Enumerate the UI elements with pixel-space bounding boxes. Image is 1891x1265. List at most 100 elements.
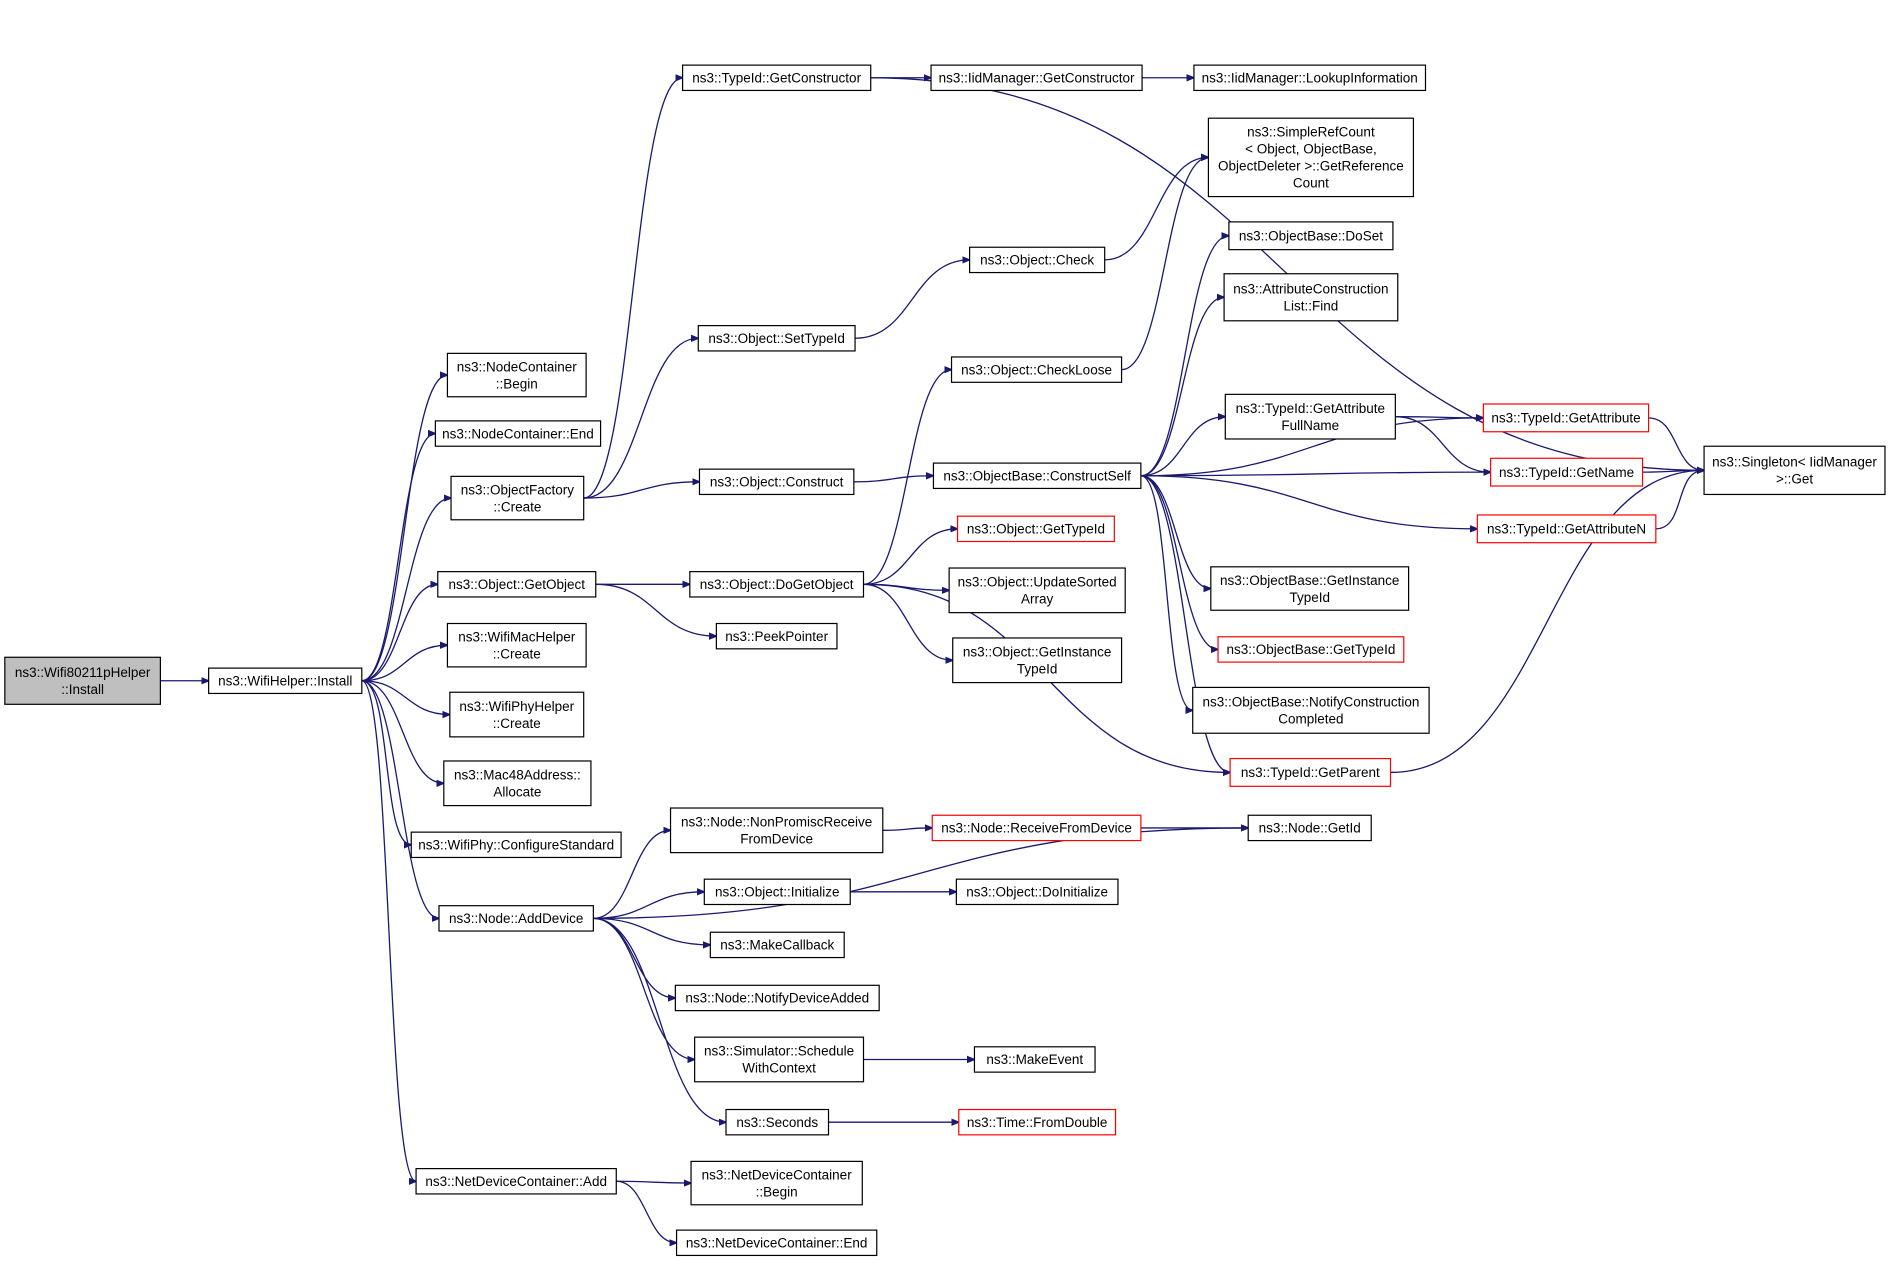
edge-n1-to-n2 [361,375,448,682]
edge-n1-to-n8 [361,680,444,784]
node-ns3-simplerefcount-object-objectbase-objectdeleter-getreference-count[interactable]: ns3::SimpleRefCount< Object, ObjectBase,… [1207,117,1415,198]
node-ns3-iidmanager-getconstructor[interactable]: ns3::IidManager::GetConstructor [930,64,1143,92]
edge-n4-to-n12 [583,78,683,499]
node-label: ns3::NetDeviceContainer::End [686,1236,868,1251]
node-box [948,567,1126,614]
node-ns3-netdevicecontainer-begin[interactable]: ns3::NetDeviceContainer::Begin [690,1160,863,1206]
edge-n15-to-n29 [863,529,957,585]
node-box [208,667,363,695]
node-ns3-peekpointer[interactable]: ns3::PeekPointer [715,622,838,650]
edge-n17-to-n32 [882,828,932,830]
node-label: ns3::Object::CheckLoose [961,362,1112,377]
node-ns3-object-getobject[interactable]: ns3::Object::GetObject [437,571,597,598]
node-ns3-node-notifydeviceadded[interactable]: ns3::Node::NotifyDeviceAdded [674,984,880,1012]
node-label: ns3::NodeContainer::End [442,426,594,441]
node-ns3-wifiphyhelper-create[interactable]: ns3::WifiPhyHelper::Create [449,691,585,738]
node-box [674,984,880,1012]
node-ns3-object-checkloose[interactable]: ns3::Object::CheckLoose [950,356,1123,383]
node-ns3-typeid-getname[interactable]: ns3::TypeId::GetName [1490,457,1644,487]
node-ns3-makeevent[interactable]: ns3::MakeEvent [973,1046,1096,1073]
node-box [950,356,1123,383]
edge-n11-to-n23 [616,1181,691,1183]
node-label: FromDevice [740,832,813,847]
node-label: ns3::WifiMacHelper [458,629,576,644]
node-ns3-objectbase-doset[interactable]: ns3::ObjectBase::DoSet [1228,221,1394,251]
edge-n10-to-n21 [593,917,694,1059]
node-label: ns3::ObjectFactory [461,482,575,497]
node-ns3-object-dogetobject[interactable]: ns3::Object::DoGetObject [689,571,865,598]
edge-n1-to-n10 [361,680,439,919]
node-ns3-seconds[interactable]: ns3::Seconds [725,1108,830,1136]
node-ns3-object-settypeid[interactable]: ns3::Object::SetTypeId [697,325,856,352]
node-ns3-nodecontainer-end[interactable]: ns3::NodeContainer::End [434,420,602,447]
edge-n10-to-n22 [593,917,726,1122]
node-ns3-wifimachelper-create[interactable]: ns3::WifiMacHelper::Create [446,622,587,668]
node-box [973,1046,1096,1073]
edge-n1-to-n5 [361,584,438,682]
node-ns3-object-initialize[interactable]: ns3::Object::Initialize [703,878,851,906]
edge-n28-to-n41 [1140,475,1211,589]
node-ns3-node-receivefromdevice[interactable]: ns3::Node::ReceiveFromDevice [931,814,1142,842]
node-ns3-objectfactory-create[interactable]: ns3::ObjectFactory::Create [450,475,585,521]
node-ns3-netdevicecontainer-add[interactable]: ns3::NetDeviceContainer::Add [415,1168,617,1195]
node-ns3-object-gettypeid[interactable]: ns3::Object::GetTypeId [956,515,1115,543]
node-ns3-nodecontainer-begin[interactable]: ns3::NodeContainer::Begin [446,352,587,398]
node-box [450,475,585,521]
node-label: ns3::Singleton< IidManager [1712,455,1877,470]
edge-n46-to-n49 [1648,417,1704,470]
node-label: ObjectDeleter >::GetReference [1218,159,1404,174]
edge-n5-to-n16 [595,583,717,636]
node-box [955,878,1119,906]
node-ns3-typeid-getparent[interactable]: ns3::TypeId::GetParent [1229,757,1392,787]
node-label: ns3::TypeId::GetAttribute [1491,411,1640,426]
node-label: ns3::Node::AddDevice [449,911,583,926]
node-ns3-wifi80211phelper-install[interactable]: ns3::Wifi80211pHelper::Install [4,656,161,705]
node-ns3-singleton-iidmanager-get[interactable]: ns3::Singleton< IidManager>::Get [1703,445,1886,496]
node-box [932,462,1142,490]
node-ns3-typeid-getattribute[interactable]: ns3::TypeId::GetAttribute [1482,403,1650,433]
node-box [434,420,602,447]
node-ns3-objectbase-constructself[interactable]: ns3::ObjectBase::ConstructSelf [932,462,1142,490]
node-ns3-iidmanager-lookupinformation[interactable]: ns3::IidManager::LookupInformation [1193,64,1427,92]
node-label: ns3::Node::NotifyDeviceAdded [685,991,869,1006]
node-box [958,1108,1117,1136]
edge-n1-to-n4 [361,498,451,682]
node-label: ns3::Object::SetTypeId [708,331,845,346]
node-ns3-wifiphy-configurestandard[interactable]: ns3::WifiPhy::ConfigureStandard [410,831,622,859]
node-ns3-objectbase-notifyconstruction-completed[interactable]: ns3::ObjectBase::NotifyConstructionCompl… [1192,686,1430,734]
node-ns3-node-getid[interactable]: ns3::Node::GetId [1247,814,1372,842]
node-ns3-time-fromdouble[interactable]: ns3::Time::FromDouble [958,1108,1117,1136]
node-ns3-makecallback[interactable]: ns3::MakeCallback [709,931,845,959]
node-ns3-netdevicecontainer-end[interactable]: ns3::NetDeviceContainer::End [675,1229,878,1257]
node-ns3-object-construct[interactable]: ns3::Object::Construct [698,468,855,496]
node-ns3-object-doinitialize[interactable]: ns3::Object::DoInitialize [955,878,1119,906]
edge-n15-to-n31 [863,583,952,660]
node-ns3-typeid-getconstructor[interactable]: ns3::TypeId::GetConstructor [681,64,872,92]
node-ns3-typeid-getattributen[interactable]: ns3::TypeId::GetAttributeN [1476,514,1657,544]
node-label: ns3::ObjectBase::ConstructSelf [943,469,1131,484]
node-box [930,64,1143,92]
edge-n1-to-n7 [361,680,450,715]
edge-n15-to-n27 [863,370,951,585]
node-label: WithContext [742,1061,816,1076]
edge-n27-to-n37 [1121,157,1209,371]
node-ns3-mac48address-allocate[interactable]: ns3::Mac48Address::Allocate [443,760,592,807]
node-label: ns3::WifiPhy::ConfigureStandard [418,838,614,853]
node-label: ns3::Object::Construct [710,475,844,490]
node-ns3-object-check[interactable]: ns3::Object::Check [969,246,1106,274]
node-label: ::Begin [496,376,538,391]
node-ns3-node-adddevice[interactable]: ns3::Node::AddDevice [438,905,594,932]
node-ns3-objectbase-gettypeid[interactable]: ns3::ObjectBase::GetTypeId [1217,636,1405,663]
node-ns3-wifihelper-install[interactable]: ns3::WifiHelper::Install [208,667,363,695]
node-box [1490,457,1644,487]
node-box [1247,814,1372,842]
edge-n28-to-n48 [1140,475,1477,529]
